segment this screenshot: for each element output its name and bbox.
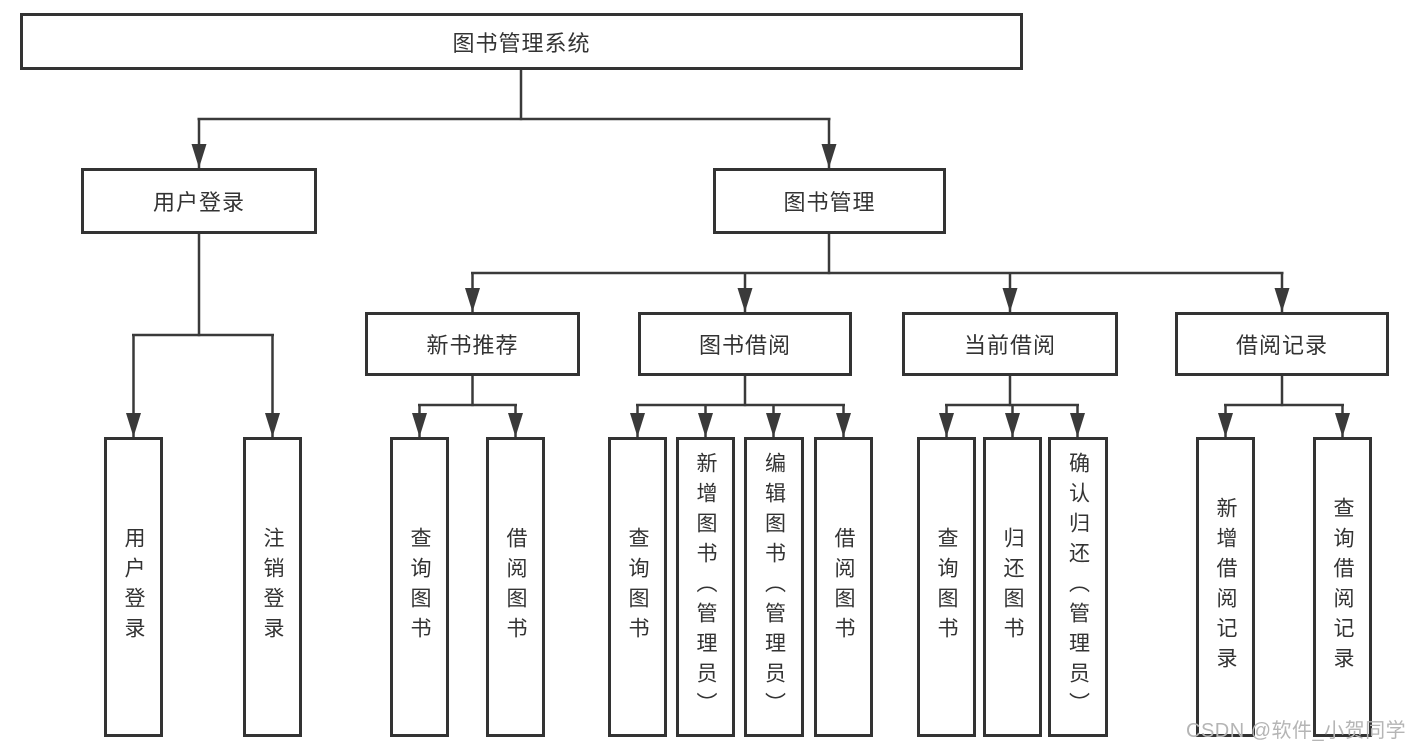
leaf-recommend-borrow-book-label: 借阅图书	[504, 527, 527, 647]
node-new-book-recommend-label: 新书推荐	[426, 333, 519, 358]
leaf-records-query-record-label: 查询借阅记录	[1331, 497, 1354, 677]
leaf-borrow-borrow-book: 借阅图书	[814, 437, 873, 737]
node-book-management-label: 图书管理	[783, 190, 876, 215]
leaf-records-add-record-label: 新增借阅记录	[1214, 497, 1237, 677]
node-user-login-label: 用户登录	[152, 190, 245, 215]
node-current-borrow-label: 当前借阅	[963, 333, 1056, 358]
leaf-records-query-record: 查询借阅记录	[1313, 437, 1372, 737]
node-user-login: 用户登录	[81, 168, 317, 234]
leaf-current-return-book-label: 归还图书	[1001, 527, 1024, 647]
leaf-current-confirm-return-admin-label: 确认归还（管理员）	[1066, 452, 1090, 722]
leaf-current-return-book: 归还图书	[983, 437, 1042, 737]
leaf-borrow-edit-book-admin: 编辑图书（管理员）	[744, 437, 804, 737]
leaf-borrow-add-book-admin: 新增图书（管理员）	[676, 437, 735, 737]
leaf-borrow-query-book-label: 查询图书	[626, 527, 649, 647]
leaf-logout-label: 注销登录	[261, 527, 284, 647]
leaf-user-login-label: 用户登录	[122, 527, 145, 647]
leaf-recommend-query-book: 查询图书	[390, 437, 449, 737]
node-root: 图书管理系统	[20, 13, 1023, 70]
leaf-borrow-query-book: 查询图书	[608, 437, 667, 737]
leaf-current-query-book: 查询图书	[917, 437, 976, 737]
leaf-user-login: 用户登录	[104, 437, 163, 737]
node-new-book-recommend: 新书推荐	[365, 312, 580, 376]
leaf-borrow-add-book-admin-label: 新增图书（管理员）	[694, 452, 717, 722]
leaf-recommend-borrow-book: 借阅图书	[486, 437, 545, 737]
leaf-borrow-borrow-book-label: 借阅图书	[832, 527, 855, 647]
node-current-borrow: 当前借阅	[902, 312, 1118, 376]
leaf-records-add-record: 新增借阅记录	[1196, 437, 1255, 737]
leaf-current-confirm-return-admin: 确认归还（管理员）	[1048, 437, 1108, 737]
node-borrow-records: 借阅记录	[1175, 312, 1389, 376]
node-book-management: 图书管理	[713, 168, 946, 234]
node-root-label: 图书管理系统	[452, 30, 591, 56]
csdn-watermark: CSDN @软件_小贺同学	[1186, 720, 1405, 742]
node-book-borrow-label: 图书借阅	[698, 333, 791, 358]
node-borrow-records-label: 借阅记录	[1235, 333, 1328, 358]
leaf-logout: 注销登录	[243, 437, 302, 737]
leaf-borrow-edit-book-admin-label: 编辑图书（管理员）	[762, 452, 786, 722]
leaf-current-query-book-label: 查询图书	[935, 527, 958, 647]
node-book-borrow: 图书借阅	[638, 312, 852, 376]
leaf-recommend-query-book-label: 查询图书	[408, 527, 431, 647]
